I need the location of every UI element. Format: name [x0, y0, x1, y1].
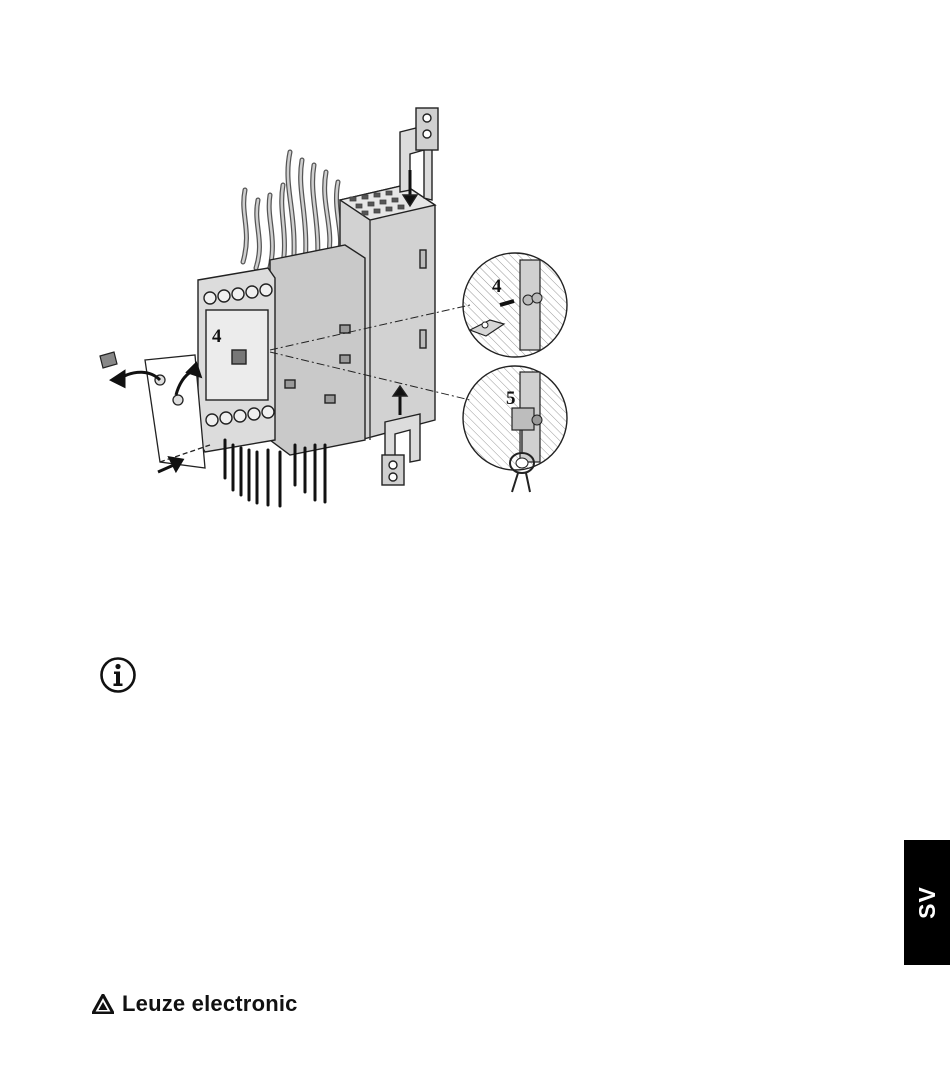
callout-main: 4 — [212, 326, 222, 347]
detail-view-bottom — [463, 366, 567, 492]
info-icon — [99, 656, 137, 694]
callout-detail-top: 4 — [492, 276, 502, 297]
brand-name: Leuze electronic — [122, 991, 298, 1017]
leuze-logo-icon — [92, 994, 114, 1014]
detail-view-top — [463, 253, 567, 357]
brand-footer: Leuze electronic — [92, 991, 298, 1017]
small-clip — [100, 352, 117, 368]
callout-detail-bottom: 5 — [506, 388, 516, 409]
relay-front-module — [198, 268, 275, 452]
language-tab: SV — [904, 840, 950, 965]
top-mounting-bracket — [400, 108, 438, 206]
language-tab-label: SV — [914, 886, 941, 919]
relay-assembly-drawing: 4 — [0, 0, 950, 560]
relay-middle-section — [270, 245, 365, 455]
mounting-illustration: 4 — [0, 0, 950, 560]
